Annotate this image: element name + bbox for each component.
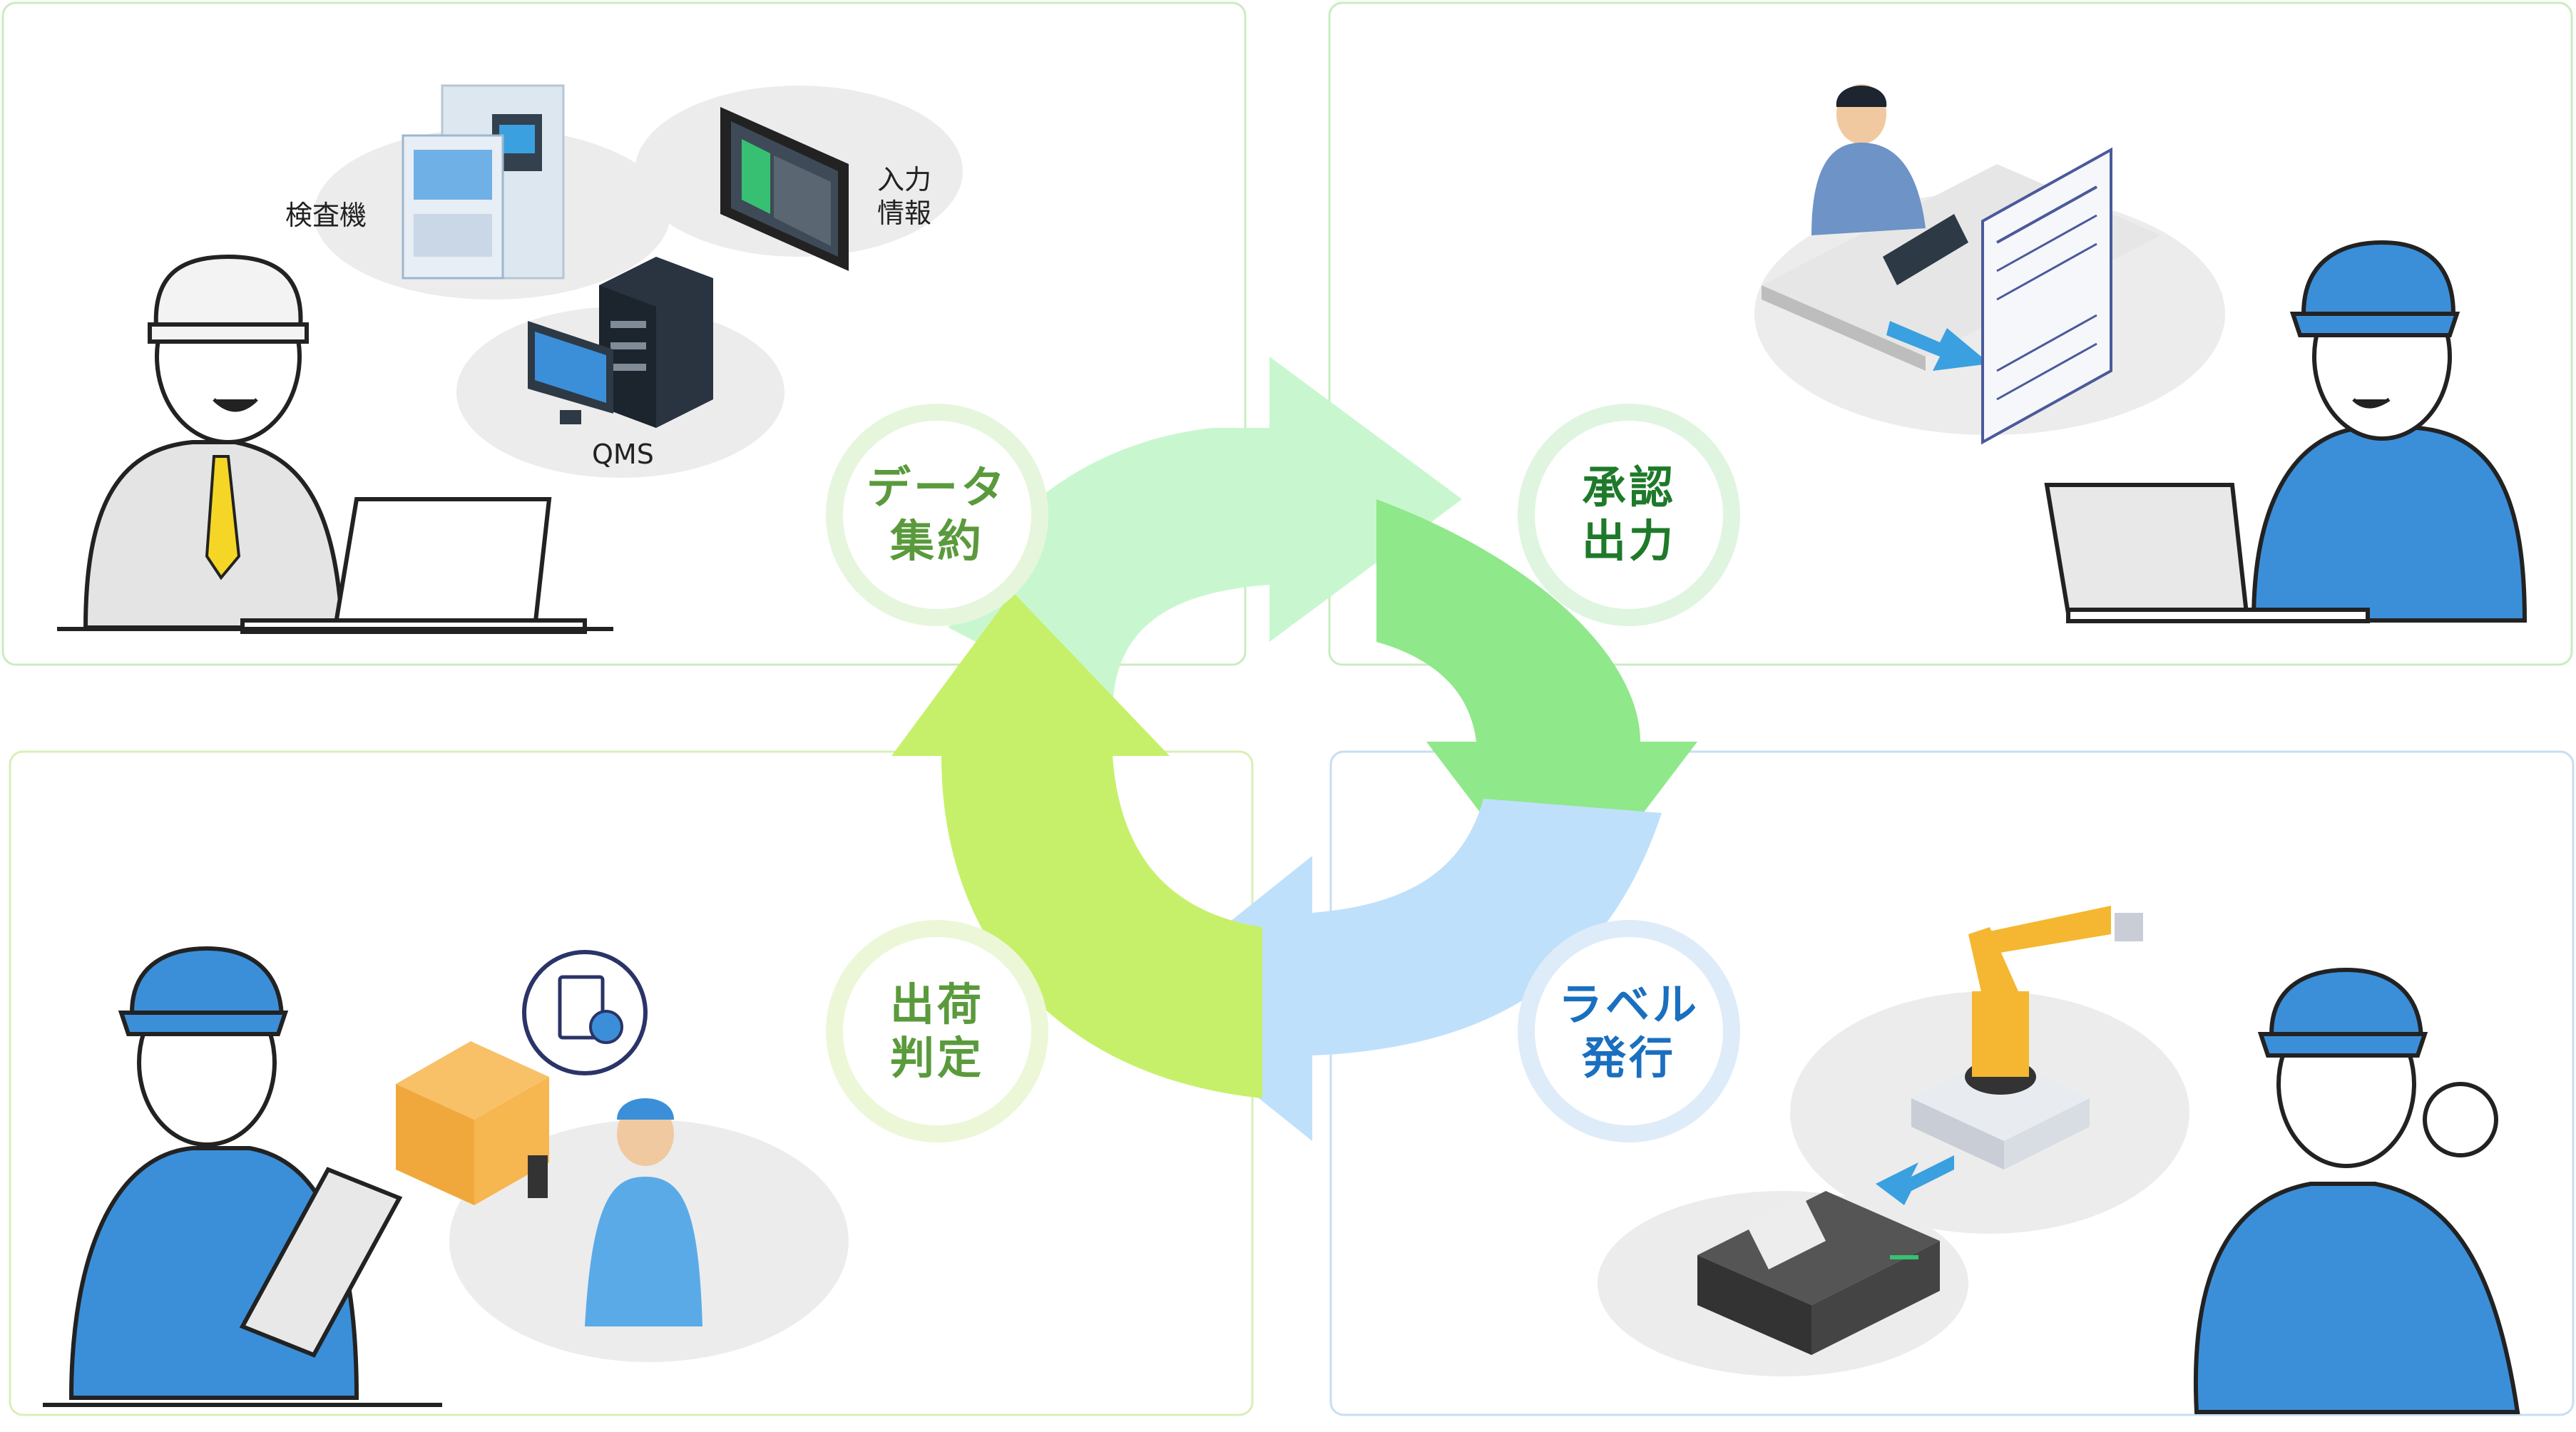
office-worker-avatar [1811,84,1926,235]
inspection-machine-label: 検査機 [285,200,367,231]
step-label-line2: 発行 [1582,1032,1676,1084]
inspection-machine-icon [402,84,565,280]
arrow-label-to-ship [1134,799,1662,1141]
robot-arm-icon [1911,906,2143,1170]
arrow-ship-to-collect [891,592,1262,1098]
step-approve-line2: 出力 [1582,515,1676,567]
worker-blue-avatar-3 [2194,967,2520,1414]
step-ship-line1: 出荷 [890,978,984,1030]
server-icon [599,257,713,428]
inspector-avatar [528,1098,702,1326]
tablet-icon-2 [239,1167,403,1358]
step-label-line1: ラベル [1558,978,1700,1030]
step-collect: データ 集約 [826,404,1048,626]
step-collect-line2: 集約 [889,515,984,567]
laptop-icon-2 [2044,483,2370,623]
step-collect-line1: データ [867,461,1008,513]
qms-label: QMS [592,439,654,470]
scene-data-collection: 検査機 入力 情報 QMS [57,84,963,634]
step-label: ラベル 発行 [1518,920,1740,1142]
monitor-icon [528,321,613,424]
worker-helmet-avatar [83,254,345,630]
document-icon [1981,147,2112,445]
arrow-collect-to-approve [949,357,1462,713]
printer-icon [1697,1191,1940,1355]
scene-shipping-judgment [43,946,849,1407]
tablet-icon [720,107,849,271]
scene-approval-output [1754,84,2528,623]
step-approve: 承認 出力 [1518,404,1740,626]
input-info-label-line1: 入力 [877,164,931,195]
document-eye-icon [522,950,648,1075]
step-ship-line2: 判定 [890,1032,984,1084]
step-ship: 出荷 判定 [826,920,1048,1142]
step-approve-line1: 承認 [1582,461,1676,513]
worker-blue-avatar-1 [2251,240,2528,623]
scene-label-printing [1598,906,2520,1414]
cycle-arrows [891,357,1697,1141]
input-info-label-line2: 情報 [877,198,931,229]
